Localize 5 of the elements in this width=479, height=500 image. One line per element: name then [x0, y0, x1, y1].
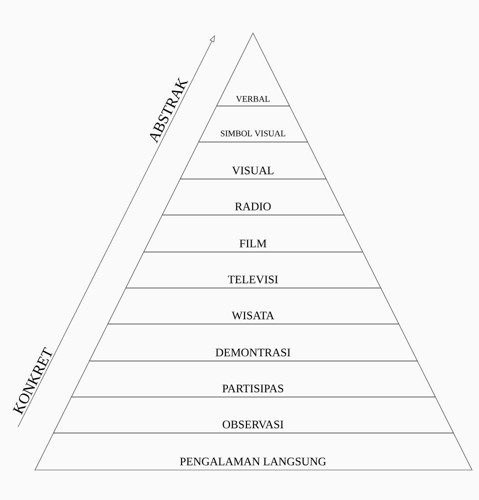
- pyramid-level: RADIO: [162, 178, 345, 216]
- pyramid-level: FILM: [143, 214, 364, 252]
- pyramid-level: PENGALAMAN LANGSUNG: [34, 432, 472, 470]
- pyramid-level: SIMBOL VISUAL: [198, 106, 308, 142]
- pyramid-level: VISUAL: [180, 142, 327, 180]
